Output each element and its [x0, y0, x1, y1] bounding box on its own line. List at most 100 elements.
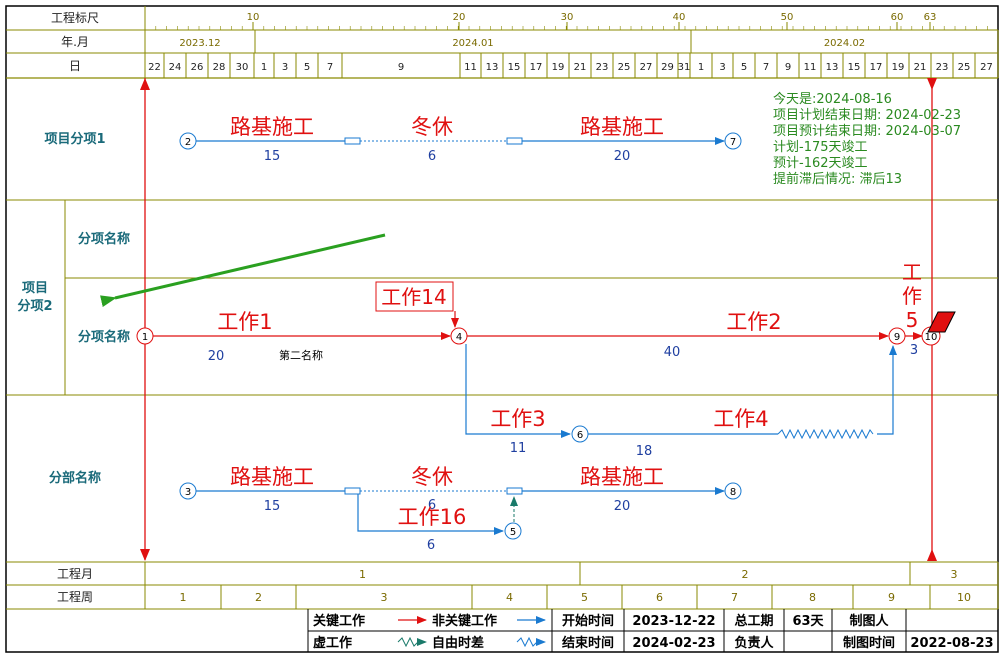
day-label: 9 — [398, 62, 404, 73]
footer-week-value: 1 — [180, 591, 187, 604]
task-roadbed-4-duration: 20 — [614, 499, 631, 514]
day-label: 17 — [870, 62, 883, 73]
row2b-network: 6 工作3 11 工作4 18 — [465, 344, 897, 459]
node-6: 6 — [577, 430, 583, 441]
day-label: 31 — [678, 62, 691, 73]
task-winter-break-1-duration: 6 — [428, 149, 436, 164]
legend-critical: 关键工作 — [313, 613, 365, 629]
row-label-project-item1: 项目分项1 — [44, 131, 105, 147]
task-work4: 工作4 — [713, 407, 768, 431]
task-work16-duration: 6 — [427, 538, 435, 553]
node-1: 1 — [142, 332, 148, 343]
day-label: 11 — [804, 62, 817, 73]
legend-duration-label: 总工期 — [734, 613, 773, 629]
node-4: 4 — [456, 332, 462, 343]
day-label: 1 — [261, 62, 267, 73]
task-winter-break-1: 冬休 — [411, 115, 453, 139]
row3-network: 3 5 8 路基施工 15 冬休 6 路基施工 20 工作16 6 — [179, 465, 742, 553]
day-label: 30 — [236, 62, 249, 73]
day-label: 17 — [530, 62, 543, 73]
scale-tick-label: 63 — [924, 12, 937, 23]
node-5: 5 — [510, 527, 516, 538]
day-label: 19 — [552, 62, 565, 73]
status-ahead-behind: 提前滞后情况: 滞后13 — [773, 171, 902, 187]
legend-table: 关键工作 非关键工作 虚工作 自由时差 开始时间 2023-12-22 结束时间… — [307, 609, 998, 652]
day-label: 7 — [327, 62, 333, 73]
day-label: 5 — [304, 62, 310, 73]
day-label: 21 — [914, 62, 927, 73]
footer-week-label: 工程周 — [57, 589, 93, 604]
legend-drawer-label: 制图人 — [849, 613, 889, 629]
status-expected-days: 预计-162天竣工 — [773, 156, 868, 171]
task-roadbed-2: 路基施工 — [580, 115, 664, 139]
day-label: 13 — [486, 62, 499, 73]
task-work14: 工作14 — [381, 285, 446, 309]
row1-network: 2 7 路基施工 15 冬休 6 路基施工 20 — [179, 115, 742, 164]
day-label: 9 — [785, 62, 791, 73]
day-label: 5 — [741, 62, 747, 73]
footer-month-label: 工程月 — [57, 566, 93, 581]
status-plan-days: 计划-175天竣工 — [773, 140, 868, 155]
legend-noncritical: 非关键工作 — [432, 613, 497, 629]
green-arrow — [100, 233, 386, 308]
day-label: 28 — [213, 62, 226, 73]
footer-week-value: 9 — [888, 591, 895, 604]
day-label: 21 — [574, 62, 587, 73]
day-label: 22 — [148, 62, 161, 73]
task-work14-box — [375, 281, 454, 312]
month-label: 2024.02 — [824, 38, 865, 49]
footer-week-value: 2 — [255, 591, 262, 604]
day-label: 24 — [169, 62, 182, 73]
node-8: 8 — [730, 487, 736, 498]
outer-frame — [5, 5, 999, 653]
day-label: 26 — [191, 62, 204, 73]
footer-week-value: 3 — [381, 591, 388, 604]
day-label: 27 — [980, 62, 993, 73]
legend-end-value: 2024-02-23 — [632, 636, 715, 651]
status-panel: 今天是:2024-08-16 项目计划结束日期: 2024-02-23 项目预计… — [773, 91, 961, 187]
row-label-sub-name-2: 分项名称 — [78, 329, 130, 345]
row2-network: 1 4 9 10 工作1 20 第二名称 工作14 工作2 40 工 作 5 3 — [136, 260, 956, 364]
node-2: 2 — [185, 137, 191, 148]
node-7: 7 — [730, 137, 736, 148]
row-label-project-item2: 项目分项2 — [17, 281, 52, 314]
legend-virtual: 虚工作 — [313, 635, 352, 651]
scale-row-label: 工程标尺 — [51, 10, 99, 25]
footer-week-value: 7 — [731, 591, 738, 604]
day-label: 29 — [661, 62, 674, 73]
task-work2: 工作2 — [726, 310, 781, 334]
day-label: 15 — [508, 62, 521, 73]
footer-month-value: 2 — [742, 568, 749, 581]
task-work5-part1: 工 — [902, 260, 922, 284]
task-roadbed-3-duration: 15 — [264, 499, 281, 514]
task-winter-break-2-duration: 6 — [428, 498, 436, 513]
node-10: 10 — [925, 332, 938, 343]
task-work16: 工作16 — [398, 505, 467, 529]
node-3: 3 — [185, 487, 191, 498]
task-roadbed-2-duration: 20 — [614, 149, 631, 164]
legend-end-label: 结束时间 — [562, 635, 614, 651]
status-planned-end: 项目计划结束日期: 2024-02-23 — [773, 108, 961, 123]
task-work5-part3: 5 — [906, 308, 919, 332]
free-float-wave — [777, 428, 874, 440]
status-today: 今天是:2024-08-16 — [773, 91, 892, 107]
node-9: 9 — [894, 332, 900, 343]
day-label: 13 — [826, 62, 839, 73]
legend-drawn-time-label: 制图时间 — [843, 635, 895, 651]
scale-tick-label: 30 — [561, 12, 574, 23]
footer-week-value: 4 — [506, 591, 513, 604]
scale-tick-label: 20 — [453, 12, 466, 23]
task-winter-break-2: 冬休 — [411, 465, 453, 489]
day-label: 25 — [958, 62, 971, 73]
task-work1-note: 第二名称 — [279, 348, 323, 362]
month-label: 2024.01 — [452, 38, 493, 49]
task-work4-duration: 18 — [636, 444, 653, 459]
legend-owner-label: 负责人 — [734, 635, 774, 651]
legend-start-value: 2023-12-22 — [632, 614, 715, 629]
task-work3: 工作3 — [490, 407, 545, 431]
flag-icon — [927, 311, 956, 333]
row-label-part-name: 分部名称 — [49, 470, 101, 486]
